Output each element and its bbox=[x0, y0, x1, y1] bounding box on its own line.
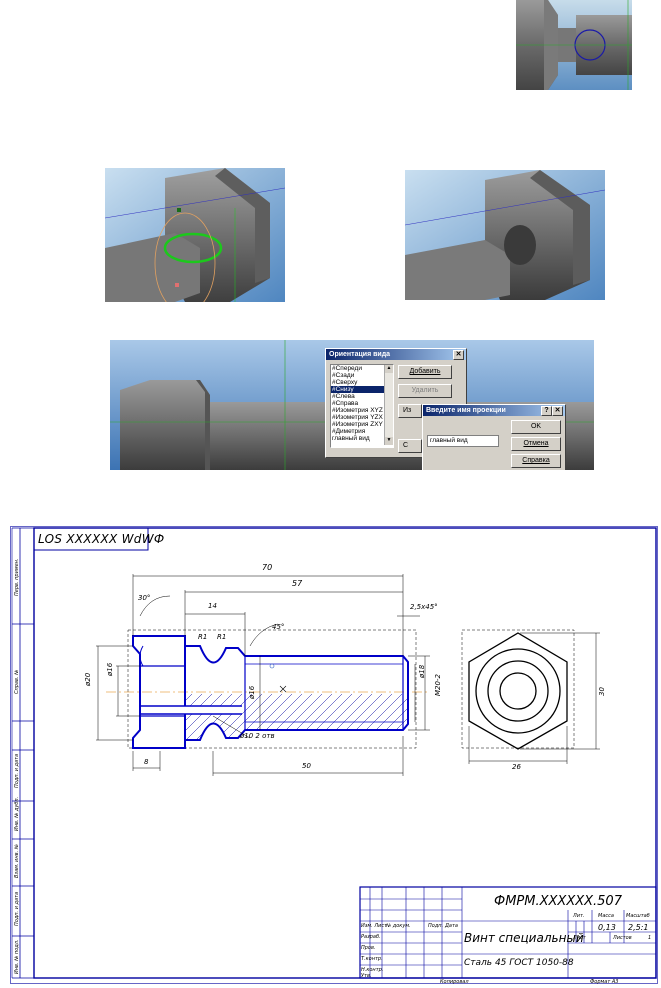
add-button[interactable]: Добавить bbox=[398, 365, 452, 379]
drawing-sheet: LOS XXXXXX WdWФ 70 57 14 2,5x45° 30° R1 … bbox=[10, 526, 658, 985]
material: Сталь 45 ГОСТ 1050-88 bbox=[464, 958, 574, 968]
dim-30: 30 bbox=[598, 687, 606, 696]
dim-d20: ø20 bbox=[84, 672, 92, 686]
projection-dialog: Введите имя проекции ? ✕ главный вид OK … bbox=[422, 404, 566, 470]
viewport-thumbnail bbox=[516, 0, 632, 90]
dim-8: 8 bbox=[144, 758, 149, 766]
dim-r1-left: R1 bbox=[198, 633, 208, 641]
viewport-dialog-shot: Ориентация вида ✕ #Спереди#Сзади#Сверху#… bbox=[110, 340, 594, 470]
ok-button[interactable]: OK bbox=[511, 420, 561, 434]
copied-label: Копировал bbox=[440, 979, 469, 985]
front-view bbox=[96, 574, 430, 776]
dim-2-5x45: 2,5x45° bbox=[410, 603, 438, 611]
projection-name-input[interactable]: главный вид bbox=[427, 435, 499, 447]
close-button[interactable]: С bbox=[398, 439, 422, 453]
view-list-item[interactable]: #Справа bbox=[332, 400, 359, 407]
side-label-first-use: Перв. примен. bbox=[14, 558, 20, 596]
dim-26: 26 bbox=[512, 763, 521, 771]
dim-r1-right: R1 bbox=[217, 633, 227, 641]
view-list-item[interactable]: #Снизу bbox=[331, 386, 393, 393]
view-list-item[interactable]: #Сверху bbox=[332, 379, 358, 386]
format-label: Формат А3 bbox=[590, 979, 619, 985]
view-list-item[interactable]: #Изометрия ZXY bbox=[332, 421, 383, 428]
side-label-sign-date: Подп. и дата bbox=[14, 753, 20, 788]
row-approved: Утв. bbox=[361, 973, 372, 979]
row-norm-control: Н.контр. bbox=[361, 967, 384, 973]
row-sign: Подп. bbox=[428, 923, 444, 929]
dim-30deg: 30° bbox=[138, 594, 151, 602]
scale-header: Масштаб bbox=[626, 913, 650, 919]
lit-header: Лит. bbox=[573, 913, 585, 919]
side-label-dup-inv: Инв. № дубл. bbox=[14, 796, 20, 831]
drawing-frame bbox=[10, 526, 658, 984]
cancel-button[interactable]: Отмена bbox=[511, 437, 561, 451]
dim-14: 14 bbox=[208, 602, 217, 610]
side-label-ref-no: Справ. № bbox=[14, 669, 20, 694]
change-button[interactable]: Из bbox=[398, 404, 422, 418]
dim-57: 57 bbox=[292, 579, 303, 588]
row-checker: Пров. bbox=[361, 945, 376, 951]
dim-d18: ø18 bbox=[418, 664, 426, 678]
viewport-hole-view bbox=[405, 170, 605, 300]
mass-header: Масса bbox=[598, 913, 614, 919]
dim-45deg: 45° bbox=[272, 623, 285, 631]
designation: ФМРМ.XXXXXX.507 bbox=[494, 894, 622, 909]
row-change: Изм. Лист bbox=[361, 923, 388, 929]
view-list-item[interactable]: #Диметрия bbox=[332, 428, 366, 435]
view-list-item[interactable]: #Слева bbox=[332, 393, 355, 400]
side-label-repl-inv: Взам. инв. № bbox=[14, 844, 20, 878]
view-list-item[interactable]: главный вид bbox=[332, 435, 370, 442]
close-icon[interactable]: ✕ bbox=[552, 406, 563, 416]
row-doc-no: № докум. bbox=[386, 923, 411, 929]
dim-d10-holes: ø10 2 отв bbox=[240, 732, 275, 740]
dim-70: 70 bbox=[262, 563, 273, 572]
sheet-label: Лист bbox=[573, 935, 586, 941]
view-list-item[interactable]: #Изометрия XYZ bbox=[332, 407, 383, 414]
part-name: Винт специальный bbox=[464, 931, 584, 945]
row-developer: Разраб. bbox=[361, 934, 381, 940]
sheets-count: 1 bbox=[648, 935, 652, 941]
list-scrollbar[interactable]: ▲ ▼ bbox=[384, 365, 393, 445]
scroll-up-icon[interactable]: ▲ bbox=[385, 365, 393, 373]
side-label-sign-date-2: Подп. и дата bbox=[14, 891, 20, 926]
dim-d16-head: ø16 bbox=[106, 662, 114, 676]
view-list-item[interactable]: #Сзади bbox=[332, 372, 355, 379]
dim-d16-shank: ø16 bbox=[248, 685, 256, 699]
views-list[interactable]: #Спереди#Сзади#Сверху#Снизу#Слева#Справа… bbox=[330, 364, 394, 448]
scroll-down-icon[interactable]: ▼ bbox=[385, 437, 393, 445]
bolt-sketch-render bbox=[105, 168, 285, 302]
document-code-stamp: LOS XXXXXX WdWФ bbox=[38, 532, 165, 546]
close-icon[interactable]: ✕ bbox=[453, 350, 464, 360]
help-button[interactable]: Справка bbox=[511, 454, 561, 468]
row-date: Дата bbox=[445, 923, 458, 929]
dim-m20-2: M20-2 bbox=[434, 674, 442, 696]
side-view bbox=[461, 629, 600, 764]
bolt-side-render bbox=[516, 0, 632, 90]
side-label-orig-inv: Инв. № подл. bbox=[14, 939, 20, 975]
view-list-item[interactable]: #Спереди bbox=[332, 365, 362, 372]
help-icon[interactable]: ? bbox=[541, 406, 552, 416]
orientation-dialog-title: Ориентация вида ✕ bbox=[326, 349, 466, 360]
view-list-item[interactable]: #Изометрия YZX bbox=[332, 414, 383, 421]
dim-50: 50 bbox=[302, 762, 311, 770]
scale-value: 2,5:1 bbox=[628, 923, 649, 932]
bolt-hole-render bbox=[405, 170, 605, 300]
sheets-label: Листов bbox=[613, 935, 632, 941]
delete-button[interactable]: Удалить bbox=[398, 384, 452, 398]
mass-value: 0,13 bbox=[598, 923, 616, 932]
row-tech-control: Т.контр. bbox=[361, 956, 383, 962]
viewport-sketch-view bbox=[105, 168, 285, 302]
projection-dialog-title: Введите имя проекции ? ✕ bbox=[423, 405, 565, 416]
